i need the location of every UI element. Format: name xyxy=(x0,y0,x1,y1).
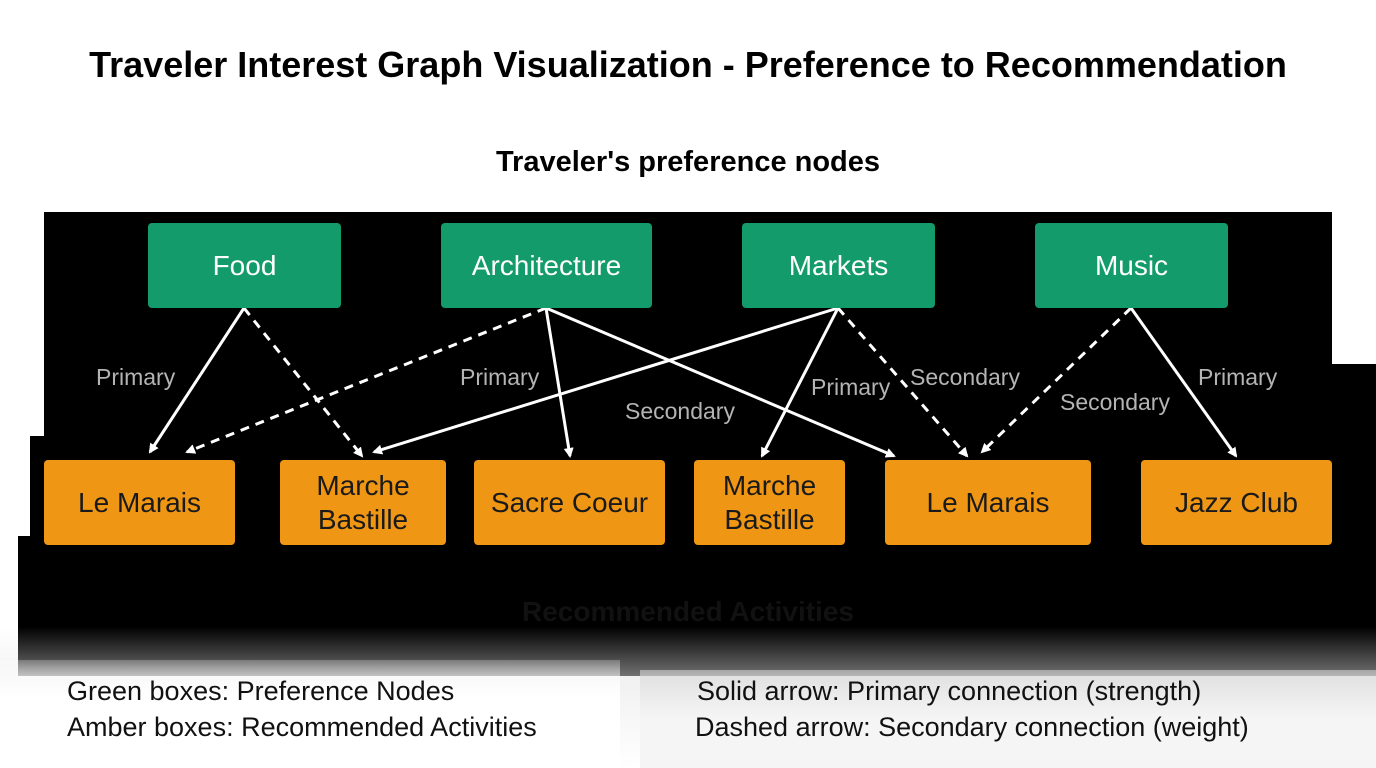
edge-food-to-marche-bastille-1-arrow xyxy=(242,307,364,458)
edge-markets-to-marche-bastille-2-arrow xyxy=(760,307,840,458)
activity-node-le-marais-1: Le Marais xyxy=(44,460,235,545)
edge-label-secondary-markets: Secondary xyxy=(910,364,1020,390)
recommended-activities-title: Recommended Activities xyxy=(522,596,854,627)
diagram-title: Traveler Interest Graph Visualization - … xyxy=(89,44,1287,85)
edge-architecture-to-le-marais-1-arrow xyxy=(185,306,547,454)
edge-music-to-le-marais-2-arrow xyxy=(980,306,1133,454)
edge-music-to-jazz-club-arrow xyxy=(1129,307,1238,458)
activity-node-le-marais-2: Le Marais xyxy=(885,460,1091,545)
preference-node-food: Food xyxy=(148,223,341,308)
edge-markets-to-marche-bastille-1-arrow xyxy=(372,306,839,455)
edge-label-primary-music: Primary xyxy=(1198,364,1278,390)
legend-green: Green boxes: Preference Nodes xyxy=(67,676,455,706)
edge-markets-to-le-marais-2-arrow xyxy=(836,307,969,458)
legend-solid-arrow: Solid arrow: Primary connection (strengt… xyxy=(697,676,1202,706)
preference-node-architecture: Architecture xyxy=(441,223,652,308)
preference-node-music: Music xyxy=(1035,223,1228,308)
edge-food-to-le-marais-1-arrow xyxy=(148,307,246,454)
legend-amber: Amber boxes: Recommended Activities xyxy=(67,712,537,742)
activity-node-marche-bastille-2: Marche Bastille xyxy=(694,460,845,545)
edge-label-primary-markets: Primary xyxy=(811,374,891,400)
legend-fade-right xyxy=(640,670,1376,768)
activity-node-jazz-club: Jazz Club xyxy=(1141,460,1332,545)
edge-label-secondary-music: Secondary xyxy=(1060,389,1170,415)
edge-label-secondary-architecture: Secondary xyxy=(625,398,735,424)
legend-dashed-arrow: Dashed arrow: Secondary connection (weig… xyxy=(695,712,1249,742)
legend-fade-left xyxy=(0,660,620,768)
edge-architecture-to-le-marais-2-arrow xyxy=(545,306,896,458)
edge-label-primary-architecture: Primary xyxy=(460,364,540,390)
activity-node-marche-bastille-1: Marche Bastille xyxy=(280,460,446,545)
edge-architecture-to-sacre-coeur-arrow xyxy=(544,307,574,458)
edge-label-primary-food: Primary xyxy=(96,364,176,390)
activity-node-sacre-coeur: Sacre Coeur xyxy=(474,460,665,545)
preference-node-markets: Markets xyxy=(742,223,935,308)
preference-section-title: Traveler's preference nodes xyxy=(495,146,881,178)
